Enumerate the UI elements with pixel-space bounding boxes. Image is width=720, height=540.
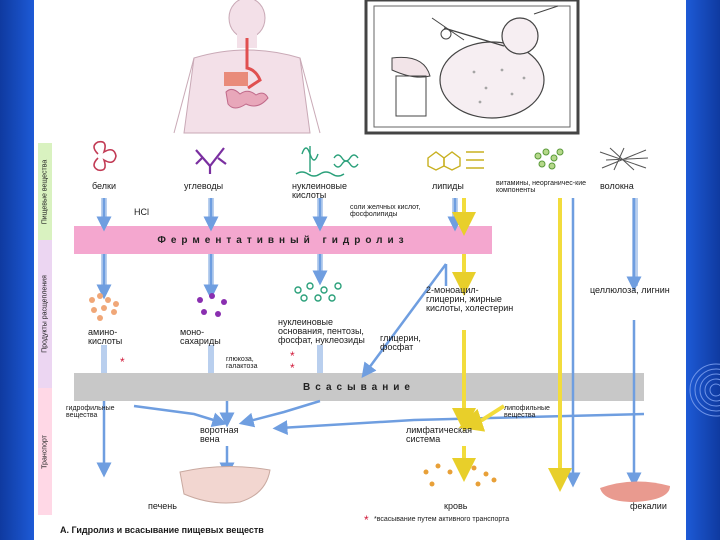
- label-monosaccharides: моно-сахариды: [180, 327, 221, 346]
- label-hcl: HCl: [134, 207, 149, 217]
- label-monoacylglycerol: 2-моноацил-глицерин, жирные кислоты, хол…: [426, 285, 514, 313]
- right-frame-border: [686, 0, 720, 540]
- label-lipids: липиды: [432, 181, 464, 191]
- blood-dots-icon: [423, 463, 497, 487]
- label-liver: печень: [148, 501, 177, 511]
- label-proteins: белки: [92, 181, 116, 191]
- label-nucleic-acids: нуклеиновые кислоты: [292, 181, 348, 200]
- concentric-swirl-decoration: [689, 363, 720, 417]
- figure-caption: А. Гидролиз и всасывание пищевых веществ: [60, 525, 264, 535]
- liver-shape-icon: [179, 465, 271, 504]
- monosaccharide-dots-icon: [197, 293, 227, 317]
- label-portal-vein: воротная вена: [200, 425, 239, 444]
- nucleotide-dots-icon: [294, 282, 342, 302]
- side-label-nutrients: Пищевые вещества: [38, 143, 52, 240]
- label-nucleobases: нуклеиновые основания, пентозы, фосфат, …: [278, 317, 365, 345]
- amino-acid-dots-icon: [89, 293, 119, 321]
- left-frame-border: [0, 0, 34, 540]
- label-fibers: волокна: [600, 181, 634, 191]
- svg-text:*: *: [364, 513, 369, 527]
- feces-shape-icon: [600, 481, 670, 502]
- label-feces: фекалии: [630, 501, 667, 511]
- digestion-flow-diagram: * ** *: [89, 140, 670, 527]
- label-glycerol-phosphate: глицерин, фосфат: [380, 333, 421, 352]
- label-cellulose-lignin: целлюлоза, лигнин: [590, 285, 670, 295]
- label-hydrophilic: гидрофильные вещества: [66, 405, 115, 419]
- slide-page: Пищевые вещества Продукты расщепления Тр…: [34, 0, 686, 540]
- carbohydrate-molecule-icon: [195, 147, 227, 174]
- hydrolysis-band: Ферментативный гидролиз: [74, 226, 492, 254]
- svg-text:*: *: [120, 355, 125, 369]
- label-blood: кровь: [444, 501, 468, 511]
- label-vitamins-minerals: витамины, неорганичес-кие компоненты: [496, 180, 587, 194]
- label-carbohydrates: углеводы: [184, 181, 224, 191]
- protein-molecule-icon: [93, 140, 117, 172]
- label-bile-salts: соли желчных кислот, фосфолипиды: [350, 204, 421, 218]
- nucleic-acid-molecule-icon: [295, 146, 359, 177]
- label-glucose-galactose: глюкоза, галактоза: [226, 356, 258, 370]
- lipid-molecule-icon: [427, 151, 484, 171]
- label-lipophilic: липофильные вещества: [504, 405, 550, 419]
- svg-text:*: *: [290, 349, 295, 363]
- absorption-band: Всасывание: [74, 373, 644, 401]
- side-label-transport: Транспорт: [38, 388, 52, 515]
- svg-text:*: *: [290, 361, 295, 375]
- label-amino-acids: амино-кислоты: [88, 327, 123, 346]
- label-lymphatic-system: лимфатическая система: [406, 425, 473, 444]
- fiber-strands-icon: [599, 147, 649, 171]
- vitamin-minerals-icon: [534, 148, 564, 170]
- active-transport-note: *всасывание путем активного транспорта: [374, 516, 510, 523]
- side-label-breakdown-products: Продукты расщепления: [38, 240, 52, 388]
